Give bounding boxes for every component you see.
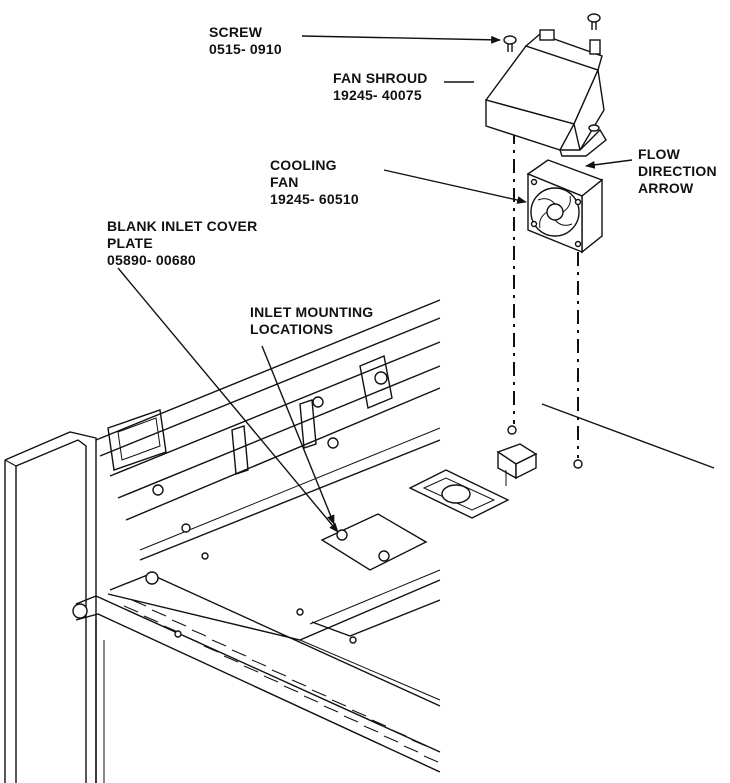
- screw-label: SCREW 0515- 0910: [209, 24, 282, 58]
- cooling-fan-part-number: 19245- 60510: [270, 191, 359, 207]
- chassis: [4, 299, 441, 783]
- inlet-mount-line1: INLET MOUNTING: [250, 304, 374, 320]
- blank-inlet-cover-plate-part: [320, 513, 428, 571]
- flow-arrow-line2: DIRECTION: [638, 163, 717, 179]
- screw-part-number: 0515- 0910: [209, 41, 282, 57]
- blank-cover-part-number: 05890- 00680: [107, 252, 196, 268]
- fan-shroud-name: FAN SHROUD: [333, 70, 428, 86]
- screw-parts: [503, 13, 601, 52]
- cooling-fan-label: COOLING FAN 19245- 60510: [270, 157, 359, 208]
- flow-arrow-line3: ARROW: [638, 180, 694, 196]
- fan-shroud-part-number: 19245- 40075: [333, 87, 422, 103]
- inlet-adapter-plate: [408, 469, 510, 519]
- cooling-fan-line1: COOLING: [270, 157, 337, 173]
- fan-shroud-label: FAN SHROUD 19245- 40075: [333, 70, 428, 104]
- leader-lines: [117, 35, 633, 533]
- reference-line: [541, 403, 715, 469]
- connector-part: [496, 425, 583, 486]
- blank-inlet-cover-plate-label: BLANK INLET COVER PLATE 05890- 00680: [107, 218, 257, 269]
- blank-cover-line1: BLANK INLET COVER: [107, 218, 258, 234]
- inlet-mounting-locations-label: INLET MOUNTING LOCATIONS: [250, 304, 373, 338]
- blank-cover-line2: PLATE: [107, 235, 153, 251]
- flow-arrow-line1: FLOW: [638, 146, 681, 162]
- inlet-mount-line2: LOCATIONS: [250, 321, 334, 337]
- fan-shroud-part: [484, 29, 607, 157]
- flow-direction-arrow-label: FLOW DIRECTION ARROW: [638, 146, 717, 197]
- cooling-fan-part: [526, 159, 604, 254]
- screw-name: SCREW: [209, 24, 263, 40]
- cooling-fan-line2: FAN: [270, 174, 299, 190]
